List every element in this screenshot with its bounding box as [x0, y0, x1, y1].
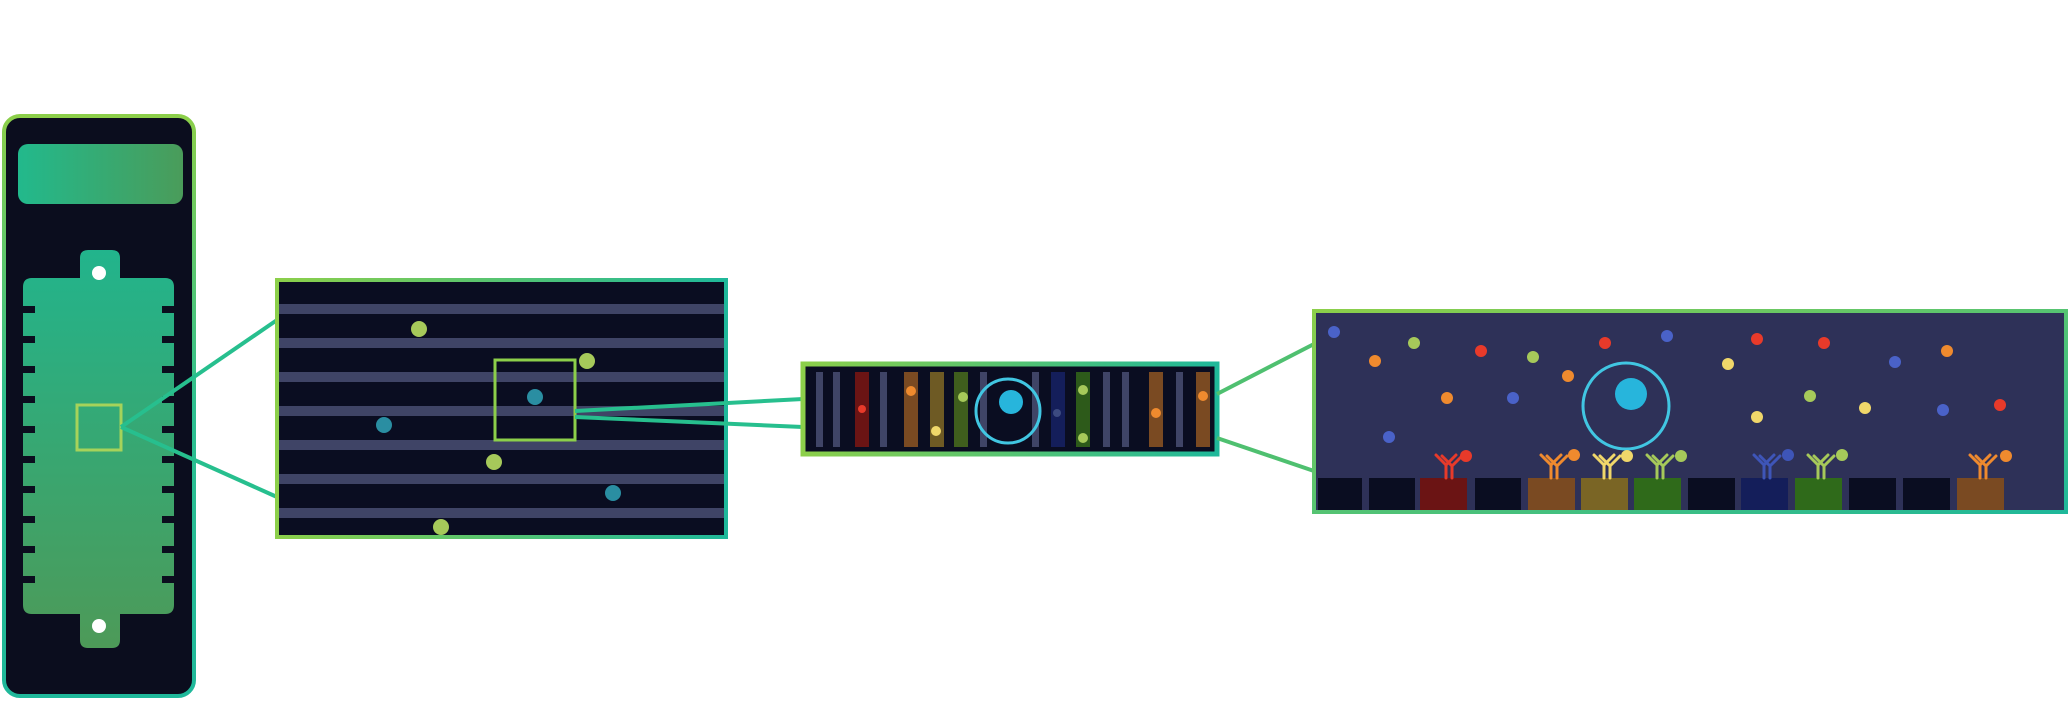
chip-pins-right: [162, 306, 176, 583]
chip-pins-left: [21, 306, 35, 583]
capture-detail-frame: [1312, 309, 2068, 514]
chip-mount-hole-top: [92, 266, 106, 280]
cell-icon: [974, 377, 1042, 445]
particle: [486, 454, 502, 470]
zoom-lines-1: [119, 318, 279, 499]
strip-particles: [858, 385, 1208, 443]
chip-device: [2, 114, 196, 698]
zoom-region-icon: [493, 358, 577, 442]
zoom-lines-3: [1216, 342, 1315, 473]
capture-wells: [1318, 478, 2062, 510]
channel-array-frame: [275, 278, 728, 539]
channel-stripes: [279, 304, 724, 518]
particle: [411, 321, 427, 337]
channel-strip-frame: [800, 361, 1220, 457]
channel-particles: [376, 321, 621, 535]
channel-array-panel: [275, 278, 728, 539]
cell-icon: [1581, 361, 1671, 451]
particle: [376, 417, 392, 433]
antibody-icon: [1434, 449, 2012, 480]
particle: [579, 353, 595, 369]
chip-top-bar: [18, 144, 183, 204]
channel-strip-panel: [800, 361, 1220, 457]
particle: [433, 519, 449, 535]
chip-mount-hole-bottom: [92, 619, 106, 633]
zoom-lines-2: [574, 397, 804, 429]
particle: [605, 485, 621, 501]
particle: [527, 389, 543, 405]
floating-particles: [1328, 326, 2006, 443]
capture-detail-panel: [1312, 309, 2068, 514]
